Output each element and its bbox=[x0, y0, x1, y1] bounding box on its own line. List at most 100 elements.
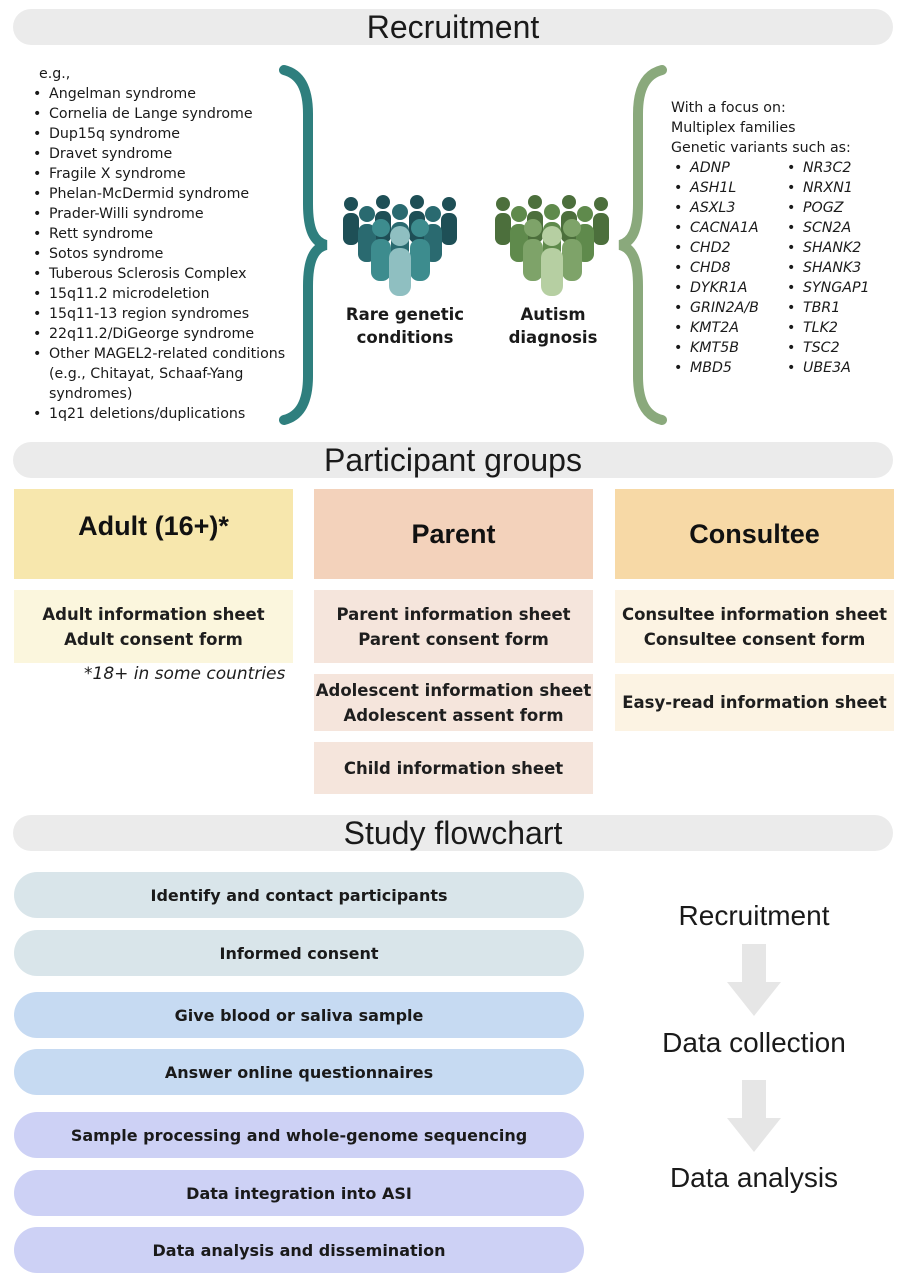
down-arrow-icon bbox=[727, 944, 781, 1016]
flow-step-label: Informed consent bbox=[219, 943, 379, 963]
flow-step-label: Data integration into ASI bbox=[186, 1183, 412, 1203]
phase-label-data-collection: Data collection bbox=[662, 1027, 846, 1058]
gene-column-1: ADNP ASH1L ASXL3 CACNA1A CHD2 CHD8 DYKR1… bbox=[671, 158, 786, 378]
group-label-line: Rare genetic bbox=[345, 305, 465, 324]
gene-item: CACNA1A bbox=[671, 218, 786, 238]
document-label: Parent information sheet bbox=[336, 604, 571, 624]
condition-item: Rett syndrome bbox=[30, 224, 290, 244]
document-label: Adolescent assent form bbox=[343, 705, 564, 725]
easy-read-documents: Easy-read information sheet bbox=[615, 674, 894, 731]
group-title: Adult (16+)* bbox=[78, 511, 229, 541]
gene-item: SHANK3 bbox=[784, 258, 899, 278]
document-label: Child information sheet bbox=[343, 758, 564, 778]
gene-item: NR3C2 bbox=[784, 158, 899, 178]
document-label: Easy-read information sheet bbox=[622, 693, 887, 712]
group-label-line: conditions bbox=[356, 328, 454, 347]
document-label: Consultee consent form bbox=[643, 629, 866, 649]
focus-intro: With a focus on: bbox=[671, 100, 786, 116]
group-header-adult: Adult (16+)* bbox=[14, 489, 293, 579]
gene-column-2: NR3C2 NRXN1 POGZ SCN2A SHANK2 SHANK3 SYN… bbox=[784, 158, 899, 378]
age-footnote: *18+ in some countries bbox=[84, 664, 286, 684]
document-label: Adult consent form bbox=[64, 629, 243, 649]
group-label-line: Autism bbox=[520, 305, 586, 324]
section-title: Recruitment bbox=[366, 8, 540, 45]
section-banner-study-flowchart: Study flowchart bbox=[13, 815, 893, 851]
condition-item: Prader-Willi syndrome bbox=[30, 204, 290, 224]
phase-label-recruitment: Recruitment bbox=[678, 900, 830, 931]
adolescent-documents: Adolescent information sheet Adolescent … bbox=[314, 674, 593, 731]
gene-item: SCN2A bbox=[784, 218, 899, 238]
gene-item: CHD8 bbox=[671, 258, 786, 278]
focus-multiplex: Multiplex families bbox=[671, 120, 796, 136]
section-banner-recruitment: Recruitment bbox=[13, 9, 893, 45]
gene-item: NRXN1 bbox=[784, 178, 899, 198]
parent-documents: Parent information sheet Parent consent … bbox=[314, 590, 593, 663]
section-title: Study flowchart bbox=[343, 814, 563, 851]
focus-text: With a focus on: Multiplex families Gene… bbox=[671, 98, 896, 158]
condition-item: Cornelia de Lange syndrome bbox=[30, 104, 290, 124]
group-title: Consultee bbox=[689, 518, 820, 549]
condition-item: Dravet syndrome bbox=[30, 144, 290, 164]
adult-documents: Adult information sheet Adult consent fo… bbox=[14, 590, 293, 663]
condition-item: Fragile X syndrome bbox=[30, 164, 290, 184]
group-label-line: diagnosis bbox=[508, 328, 598, 347]
flow-step: Data integration into ASI bbox=[14, 1170, 584, 1216]
flow-step: Data analysis and dissemination bbox=[14, 1227, 584, 1273]
right-brace-icon bbox=[618, 65, 667, 425]
gene-item: MBD5 bbox=[671, 358, 786, 378]
consultee-documents: Consultee information sheet Consultee co… bbox=[615, 590, 894, 663]
focus-variants: Genetic variants such as: bbox=[671, 140, 851, 156]
document-label: Consultee information sheet bbox=[621, 604, 887, 624]
people-group-autism-icon bbox=[495, 195, 609, 296]
flow-step-label: Data analysis and dissemination bbox=[152, 1240, 446, 1260]
gene-item: SYNGAP1 bbox=[784, 278, 899, 298]
child-documents: Child information sheet bbox=[314, 742, 593, 794]
flow-step-label: Sample processing and whole-genome seque… bbox=[70, 1125, 528, 1145]
flow-step: Informed consent bbox=[14, 930, 584, 976]
document-label: Adult information sheet bbox=[42, 604, 265, 624]
gene-item: KMT5B bbox=[671, 338, 786, 358]
left-brace-icon bbox=[279, 65, 328, 425]
flow-step: Sample processing and whole-genome seque… bbox=[14, 1112, 584, 1158]
condition-item: Tuberous Sclerosis Complex bbox=[30, 264, 290, 284]
gene-item: SHANK2 bbox=[784, 238, 899, 258]
group-header-parent: Parent bbox=[314, 489, 593, 579]
condition-item: 15q11.2 microdeletion bbox=[30, 284, 290, 304]
condition-item: Sotos syndrome bbox=[30, 244, 290, 264]
gene-item: ASXL3 bbox=[671, 198, 786, 218]
document-label: Adolescent information sheet bbox=[315, 680, 592, 700]
flow-step-label: Give blood or saliva sample bbox=[174, 1005, 424, 1025]
condition-item: 22q11.2/DiGeorge syndrome bbox=[30, 324, 290, 344]
section-banner-participant-groups: Participant groups bbox=[13, 442, 893, 478]
flow-step: Answer online questionnaires bbox=[14, 1049, 584, 1095]
group-header-consultee: Consultee bbox=[615, 489, 894, 579]
eg-label: e.g., bbox=[39, 66, 71, 82]
gene-item: GRIN2A/B bbox=[671, 298, 786, 318]
gene-item: TLK2 bbox=[784, 318, 899, 338]
condition-item: Angelman syndrome bbox=[30, 84, 290, 104]
gene-item: TBR1 bbox=[784, 298, 899, 318]
group-title: Parent bbox=[411, 518, 496, 549]
phase-label-data-analysis: Data analysis bbox=[669, 1162, 839, 1193]
conditions-list: e.g., Angelman syndrome Cornelia de Lang… bbox=[30, 64, 290, 424]
people-group-rare-icon bbox=[343, 195, 457, 296]
gene-item: DYKR1A bbox=[671, 278, 786, 298]
group-label-rare: Rare genetic conditions bbox=[335, 303, 475, 349]
flow-step-label: Answer online questionnaires bbox=[164, 1062, 434, 1082]
gene-item: TSC2 bbox=[784, 338, 899, 358]
gene-item: POGZ bbox=[784, 198, 899, 218]
document-label: Parent consent form bbox=[358, 629, 549, 649]
condition-item: 15q11-13 region syndromes bbox=[30, 304, 290, 324]
flow-step-label: Identify and contact participants bbox=[150, 885, 448, 905]
gene-item: ASH1L bbox=[671, 178, 786, 198]
condition-item: Other MAGEL2-related conditions (e.g., C… bbox=[30, 344, 290, 404]
condition-item: 1q21 deletions/duplications bbox=[30, 404, 290, 424]
flow-step: Give blood or saliva sample bbox=[14, 992, 584, 1038]
gene-item: CHD2 bbox=[671, 238, 786, 258]
gene-item: KMT2A bbox=[671, 318, 786, 338]
down-arrow-icon bbox=[727, 1080, 781, 1152]
condition-item: Dup15q syndrome bbox=[30, 124, 290, 144]
gene-item: ADNP bbox=[671, 158, 786, 178]
flow-step: Identify and contact participants bbox=[14, 872, 584, 918]
gene-item: UBE3A bbox=[784, 358, 899, 378]
